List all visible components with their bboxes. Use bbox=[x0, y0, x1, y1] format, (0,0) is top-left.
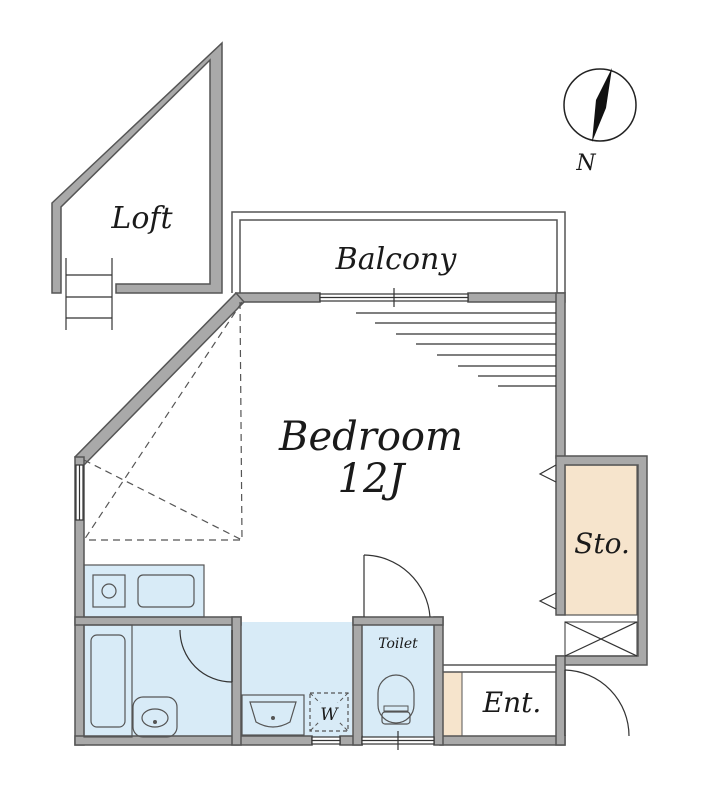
kitchen-counter bbox=[83, 564, 205, 618]
stove bbox=[92, 574, 126, 608]
toilet-bowl-tank bbox=[377, 674, 415, 724]
washroom: W bbox=[241, 692, 349, 736]
storage-label: Sto. bbox=[574, 527, 630, 560]
compass: N bbox=[563, 68, 637, 176]
toilet-window bbox=[361, 731, 435, 750]
kitchen-counter-area bbox=[84, 565, 204, 617]
loft-label: Loft bbox=[110, 201, 173, 236]
bathroom-area bbox=[84, 625, 232, 737]
balcony-railing bbox=[231, 211, 566, 293]
bathtub bbox=[90, 634, 126, 728]
bathroom-basin bbox=[132, 696, 178, 738]
side-window bbox=[75, 464, 84, 521]
balcony-label: Balcony bbox=[335, 242, 458, 277]
bathroom bbox=[83, 624, 233, 738]
bedroom-size-label: 12J bbox=[338, 456, 407, 502]
loft bbox=[51, 41, 223, 330]
kitchen-sink bbox=[137, 574, 195, 608]
washer-space bbox=[309, 692, 349, 732]
storage: Sto. bbox=[538, 464, 638, 657]
washer-label: W bbox=[320, 705, 339, 725]
entrance-door-swing bbox=[564, 669, 630, 737]
toilet-door-swing bbox=[363, 554, 431, 618]
kitchen bbox=[83, 564, 205, 618]
loft-ladder bbox=[65, 258, 113, 330]
bathroom-door-swing bbox=[179, 629, 233, 683]
balcony-window bbox=[319, 288, 469, 307]
stairs bbox=[356, 312, 556, 387]
main-walls bbox=[73, 291, 648, 746]
balcony bbox=[231, 211, 566, 293]
loft-outline-dashed bbox=[83, 301, 243, 541]
toilet-area bbox=[362, 625, 434, 737]
shoe-cabinet bbox=[564, 621, 638, 657]
storage-area bbox=[564, 464, 638, 616]
wash-basin bbox=[241, 694, 305, 736]
entrance-label: Ent. bbox=[482, 686, 542, 719]
entrance: Ent. bbox=[443, 664, 630, 737]
loft-wall bbox=[51, 41, 223, 294]
washroom-window bbox=[311, 736, 341, 745]
shoe-shelf-area bbox=[441, 671, 463, 738]
balcony-railing-inner bbox=[239, 219, 558, 293]
bedroom-label: Bedroom bbox=[278, 414, 463, 460]
toilet-label: Toilet bbox=[378, 636, 418, 652]
compass-needle-icon bbox=[592, 68, 612, 142]
bathtub-outer bbox=[83, 624, 133, 738]
compass-ring bbox=[563, 68, 637, 142]
toilet: Toilet bbox=[363, 554, 431, 725]
stove-burner bbox=[101, 583, 117, 599]
compass-north-label: N bbox=[575, 151, 596, 176]
